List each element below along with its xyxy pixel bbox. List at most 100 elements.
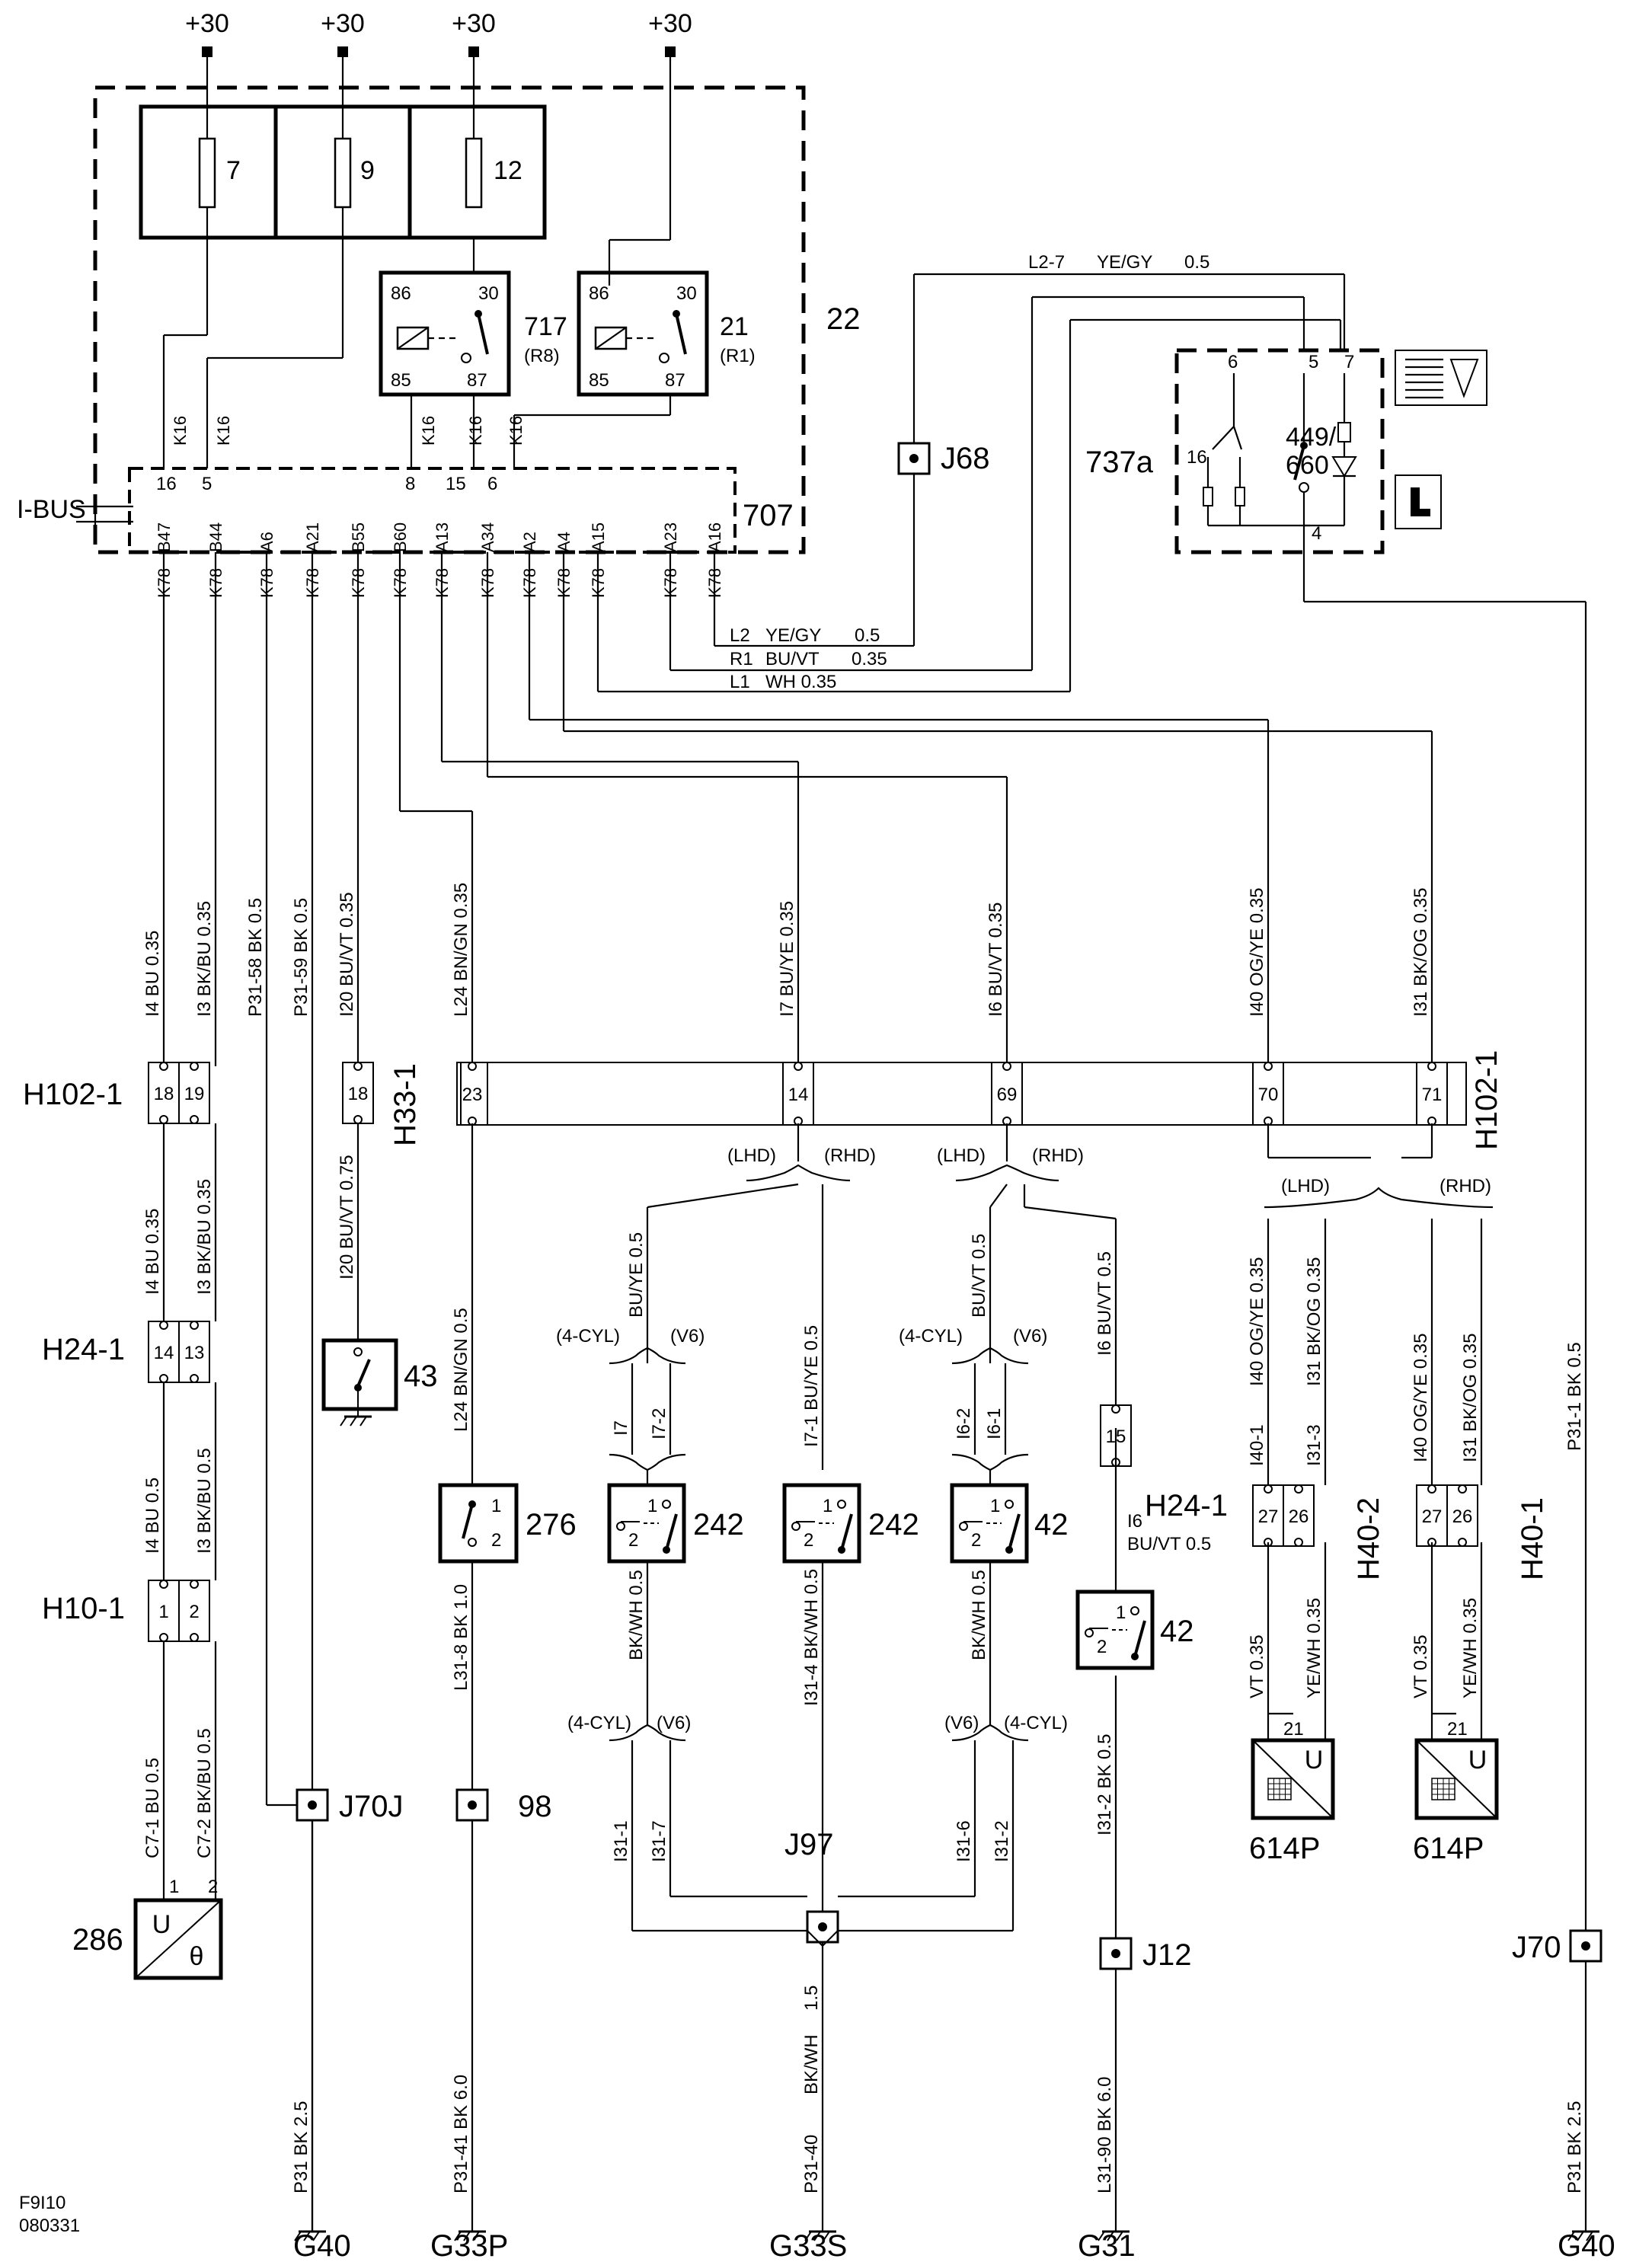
module-pin-A34: A34 — [478, 522, 497, 552]
wire-c7-1: C7-1 BU 0.5 — [142, 1758, 163, 1858]
h33-label: H33-1 — [388, 1063, 422, 1146]
relay-21-pin-30: 30 — [676, 283, 697, 304]
module-pin-A23: A23 — [661, 522, 680, 552]
wire-i31-b: I31 BK/OG 0.35 — [1460, 1334, 1481, 1462]
svg-text:21: 21 — [1447, 1719, 1468, 1740]
wire-bkwh-1: BK/WH 0.5 — [626, 1570, 647, 1660]
splice-j12-label: J12 — [1142, 1938, 1192, 1972]
wire-l1: L1 — [730, 672, 750, 692]
wire-i6-label: I6 — [1127, 1511, 1142, 1532]
connector-h40-1-pin-26: 26 — [1452, 1506, 1473, 1527]
sensor-branch-wires — [631, 1363, 1015, 2232]
wire-g33p: P31-41 BK 6.0 — [451, 2075, 471, 2193]
wire-i31-4: I31-4 BK/WH 0.5 — [801, 1569, 822, 1706]
fuse-7 — [198, 137, 216, 209]
ground-G31: G31 — [1078, 2229, 1136, 2262]
svg-text:70: 70 — [1258, 1085, 1279, 1105]
svg-text:23: 23 — [462, 1085, 483, 1105]
variant-4cyl-1: (4-CYL) — [556, 1326, 620, 1347]
svg-text:1: 1 — [823, 1496, 832, 1516]
connector-h24-1-left-pin-14: 14 — [154, 1343, 174, 1363]
svg-text:θ: θ — [190, 1942, 204, 1971]
wire-i4-low: I4 BU 0.5 — [142, 1478, 163, 1554]
connector-h33-1-pin-18: 18 — [348, 1084, 369, 1104]
svg-text:U: U — [1468, 1746, 1487, 1775]
wire-i3: I3 BK/BU 0.35 — [194, 901, 215, 1017]
k16-label-1: K16 — [171, 416, 190, 446]
k16-label-5: K16 — [506, 416, 526, 446]
module-614p-a-label: 614P — [1249, 1832, 1320, 1865]
wire-i40-1: I40-1 — [1247, 1424, 1267, 1466]
relay-717-pin-30: 30 — [478, 283, 499, 304]
splice-j12: J12 — [1099, 1937, 1192, 1972]
wire-i31-6: I31-6 — [954, 1820, 974, 1862]
ground-label: G33P — [430, 2229, 508, 2262]
wire-i6-1: I6-1 — [984, 1408, 1005, 1439]
module-pin-B44: B44 — [206, 522, 225, 552]
wire-i3-mid: I3 BK/BU 0.35 — [194, 1179, 215, 1295]
wire-i31-2b: I31-2 — [992, 1820, 1012, 1862]
wire-i20-low: I20 BU/VT 0.75 — [337, 1155, 357, 1280]
svg-text:1: 1 — [990, 1496, 1000, 1516]
relay-717-pin-86: 86 — [391, 283, 411, 304]
variant-lhd-1: (LHD) — [727, 1145, 776, 1166]
variant-braces — [609, 1164, 1494, 1742]
supply-label-2: +30 — [321, 9, 365, 38]
fusebox-id: 22 — [826, 302, 861, 336]
wire-i4-mid: I4 BU 0.35 — [142, 1209, 163, 1295]
module-pin-A16: A16 — [705, 522, 724, 552]
fuse-7-label: 7 — [226, 156, 241, 185]
wire-i7-2: I7-2 — [649, 1408, 669, 1439]
wire-i31: I31 BK/OG 0.35 — [1411, 888, 1431, 1017]
svg-text:2: 2 — [1097, 1637, 1107, 1657]
wire-bkwh-2: BK/WH 0.5 — [969, 1570, 989, 1660]
conn-pin-5: 5 — [202, 474, 212, 494]
connector-h10-1-pin-2: 2 — [189, 1602, 199, 1622]
splice-j68: J68 — [897, 442, 990, 475]
wire-i3-low: I3 BK/BU 0.5 — [194, 1448, 215, 1554]
wire-i31-7: I31-7 — [649, 1820, 669, 1862]
wire-yewh-b: YE/WH 0.35 — [1460, 1598, 1481, 1698]
connector-h40-2-pin-27: 27 — [1258, 1506, 1279, 1527]
module-pin-A21: A21 — [303, 522, 322, 552]
connector-h40-1-pin-27: 27 — [1422, 1506, 1443, 1527]
fusebox-22: 22 7 9 12 86 30 85 87 717 (R8) — [17, 57, 861, 554]
splice-j97-label: J97 — [784, 1828, 834, 1861]
variant-v6-4: (V6) — [944, 1713, 979, 1733]
wire-i4: I4 BU 0.35 — [142, 931, 163, 1017]
ground-label: G40 — [293, 2229, 351, 2262]
module-pin-A2: A2 — [520, 532, 539, 552]
variant-rhd-1: (RHD) — [824, 1145, 876, 1166]
sensor-242-b-label: 242 — [868, 1508, 919, 1542]
wire-l27-size: 0.5 — [1184, 252, 1209, 273]
lower-wires — [162, 1123, 1587, 2232]
svg-text:1: 1 — [1116, 1602, 1126, 1623]
k16-label-3: K16 — [419, 416, 438, 446]
wire-g33s-b: BK/WH — [801, 2034, 822, 2094]
wire-g40-right: P31 BK 2.5 — [1564, 2101, 1585, 2193]
fuse-9 — [334, 137, 352, 209]
wire-i31-1: I31-1 — [611, 1820, 631, 1862]
wire-i6-2: I6-2 — [954, 1408, 974, 1439]
supply-label-3: +30 — [452, 9, 496, 38]
wire-i6: I6 BU/VT 0.35 — [986, 903, 1006, 1017]
connector-h33-1: 18 — [342, 1062, 374, 1124]
svg-text:1: 1 — [491, 1496, 501, 1516]
wire-r1-size: 0.35 — [852, 649, 887, 669]
ground-G40: G40 — [1558, 2229, 1615, 2262]
switch-sub-2: 660 — [1286, 451, 1329, 480]
h24-right-label: H24-1 — [1145, 1489, 1228, 1522]
svg-text:14: 14 — [788, 1085, 809, 1105]
ground-label: G40 — [1558, 2229, 1615, 2262]
switch-pin-6: 6 — [1228, 352, 1238, 372]
h102-right-pin-69: 69 — [991, 1062, 1023, 1126]
wire-l1-color: WH 0.35 — [765, 672, 836, 692]
